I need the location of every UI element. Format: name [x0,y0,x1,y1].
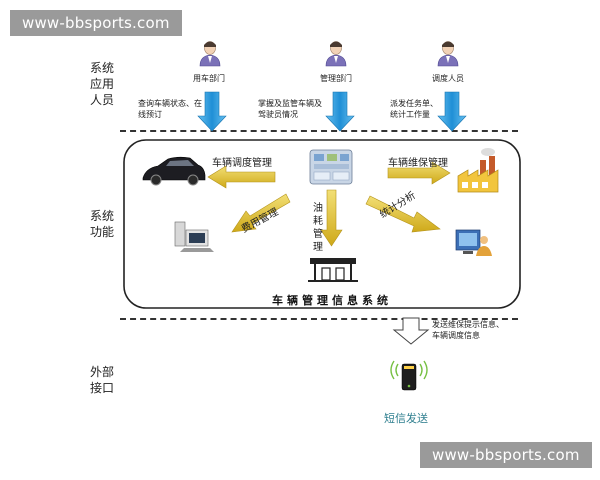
separator-top [120,130,518,132]
label-vehicle-maintenance: 车辆维保管理 [388,158,448,169]
arrow-down-right-icon [365,195,441,233]
person-icon [437,41,459,67]
role-desc-dispatcher: 派发任务单、统计工作量 [390,99,438,119]
system-title: 车辆管理信息系统 [272,294,392,307]
external-send-note: 发送维保提示信息、车辆调度信息 [432,320,504,340]
factory-icon [457,148,499,193]
arrow-down-icon [197,91,227,132]
section-label-functions: 系统功能 [89,209,114,239]
arrow-down-icon [320,189,343,247]
arrow-down-outline-icon [392,317,430,345]
car-icon [142,156,206,186]
system-box [123,139,521,309]
gas-station-icon [308,258,358,282]
label-vehicle-dispatch: 车辆调度管理 [212,158,272,169]
person-icon [199,41,221,67]
arrow-left-icon [207,165,276,189]
arrow-down-icon [437,91,467,132]
role-label-vehicle-dept: 用车部门 [193,74,225,83]
server-icon [309,149,353,185]
monitor-user-icon [455,229,492,256]
arrow-down-left-icon [231,193,291,233]
label-fuel-management: 油耗管理 [313,203,323,253]
watermark-bottom: www-bbsports.com [420,442,592,468]
role-desc-management-dept: 掌握及监管车辆及驾驶员情况 [258,99,322,119]
section-label-users: 系统应用人员 [89,61,114,107]
role-desc-vehicle-dept: 查询车辆状态、在线预订 [138,99,202,119]
wireless-device-icon [390,360,428,391]
arrow-right-icon [387,161,451,185]
role-label-management-dept: 管理部门 [320,74,352,83]
sms-send-label: 短信发送 [384,412,428,425]
person-icon [325,41,347,67]
arrow-down-icon [325,91,355,132]
watermark-top: www-bbsports.com [10,10,182,36]
role-label-dispatcher: 调度人员 [432,74,464,83]
section-label-external: 外部接口 [89,365,114,395]
computer-icon [174,221,214,252]
separator-bottom [120,318,518,320]
